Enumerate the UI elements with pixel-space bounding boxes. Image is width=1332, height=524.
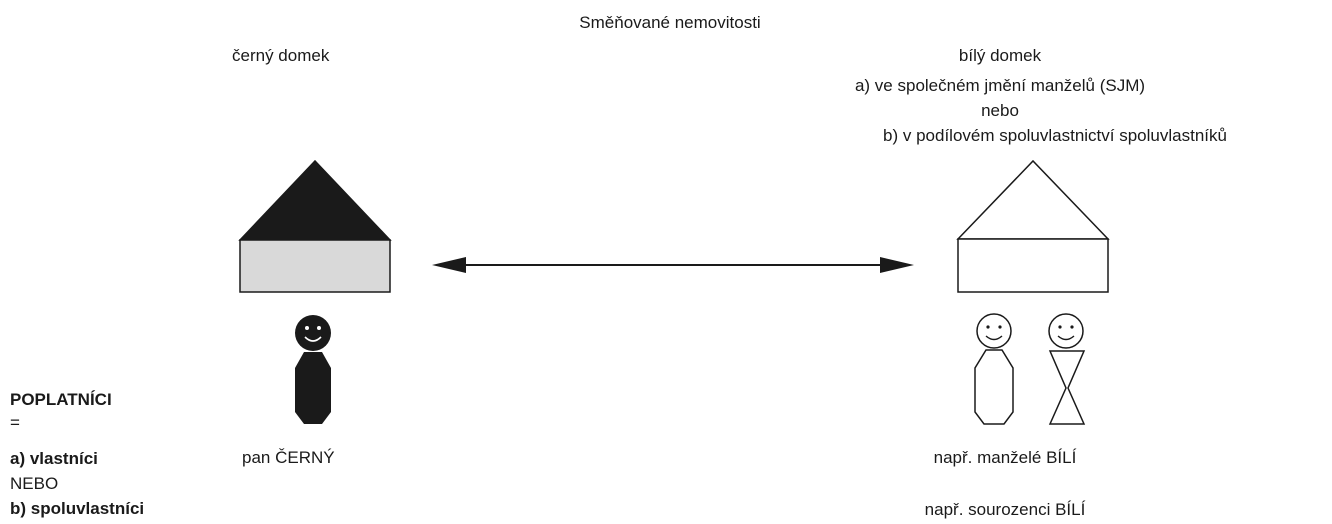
- white-owners-label-b: např. sourozenci BÍLÍ: [924, 500, 1086, 519]
- white-house-option-b: b) v podílovém spoluvlastnictví spoluvla…: [883, 126, 1227, 145]
- black-owner-label: pan ČERNÝ: [242, 448, 335, 467]
- legend-or: NEBO: [10, 474, 59, 493]
- white-house-or: nebo: [981, 101, 1019, 120]
- legend-title: POPLATNÍCI: [10, 390, 112, 409]
- white-house-option-a: a) ve společném jmění manželů (SJM): [854, 76, 1146, 95]
- white-owners-label-a: např. manželé BÍLÍ: [933, 448, 1077, 467]
- black-house-heading: černý domek: [232, 46, 330, 65]
- legend-equals: =: [10, 413, 20, 432]
- white-person-2-icon: [1048, 313, 1086, 425]
- white-person-1-icon: [974, 313, 1014, 425]
- exchange-arrow-icon: [432, 257, 914, 273]
- legend-item-a: a) vlastníci: [10, 449, 98, 468]
- white-house-icon: [956, 159, 1110, 293]
- black-house-icon: [238, 159, 392, 293]
- black-person-icon: [295, 315, 331, 424]
- diagram-title: Směňované nemovitosti: [579, 13, 761, 32]
- white-house-heading: bílý domek: [958, 46, 1042, 65]
- legend-item-b: b) spoluvlastníci: [10, 499, 145, 518]
